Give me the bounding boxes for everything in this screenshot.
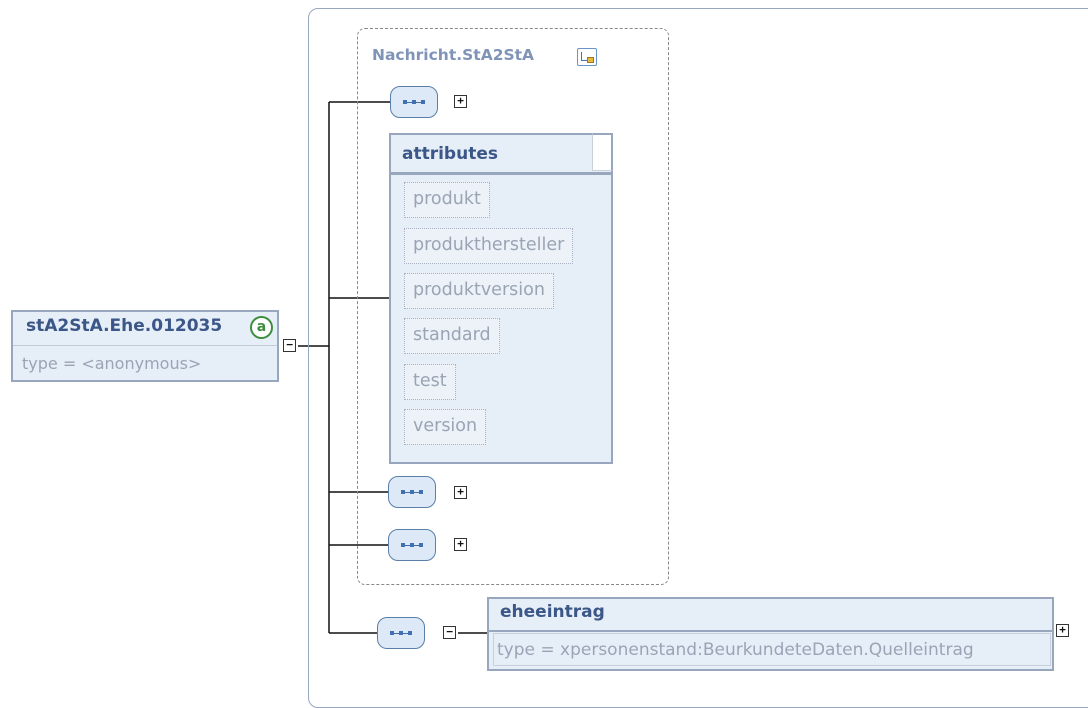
sequence-icon [390,631,412,635]
sequence-collapse-toggle[interactable]: − [443,626,456,639]
group-name[interactable]: Nachricht.StA2StA [372,46,535,64]
sequence-node[interactable] [388,476,436,508]
attribute-item[interactable]: produkthersteller [404,228,574,264]
type-reference-icon [577,48,597,66]
sequence-node[interactable] [390,86,438,118]
sequence-icon [401,543,423,547]
attributes-divider [391,172,611,175]
sequence-expand-toggle[interactable]: + [454,486,467,499]
attributes-panel-tab [592,133,613,171]
sequence-node[interactable] [377,617,425,649]
sequence-expand-toggle[interactable]: + [454,95,467,108]
child-element-name: eheeintrag [500,602,605,622]
attribute-item[interactable]: produkt [404,182,490,218]
child-element-divider [489,630,1052,632]
child-element-type-frame [493,633,1051,666]
child-element-type: type = xpersonenstand:BeurkundeteDaten.Q… [497,640,974,660]
sequence-expand-toggle[interactable]: + [454,538,467,551]
sequence-icon [403,100,425,104]
group-frame [357,28,669,585]
attribute-badge-icon: a [250,316,273,339]
attribute-item[interactable]: version [404,409,487,445]
root-element-divider [13,345,277,346]
root-element-name: stA2StA.Ehe.012035 [26,316,223,336]
root-element-box[interactable] [11,310,279,382]
attribute-item[interactable]: standard [404,318,500,354]
child-element-box[interactable] [487,597,1054,671]
root-collapse-toggle[interactable]: − [283,339,296,352]
root-element-type: type = <anonymous> [22,354,202,373]
attributes-title: attributes [402,144,498,164]
sequence-icon [401,490,423,494]
attribute-item[interactable]: produktversion [404,273,554,309]
connector-lines [298,101,487,634]
sequence-node[interactable] [388,529,436,561]
child-expand-toggle[interactable]: + [1056,624,1069,637]
attribute-item[interactable]: test [404,364,456,400]
